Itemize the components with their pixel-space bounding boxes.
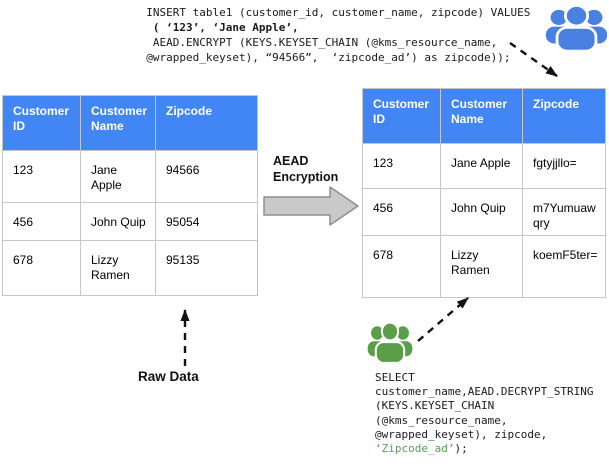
table-cell: Lizzy Ramen <box>440 235 523 298</box>
sql-line: @wrapped_keyset), “94566”, ‘zipcode_ad’)… <box>133 51 511 64</box>
header-cell-customer-id: Customer ID <box>2 95 81 151</box>
table-row: 123 Jane Apple fgtyjjllo= <box>362 143 606 189</box>
insert-sql-statement: INSERT table1 (customer_id, customer_nam… <box>133 5 530 65</box>
table-cell: 456 <box>362 188 441 236</box>
sql-line: ( ‘123’, ‘Jane Apple’, <box>133 21 299 34</box>
sql-line: SELECT <box>375 371 415 384</box>
table-cell: 95054 <box>155 202 258 241</box>
block-arrow-right-icon <box>263 186 359 226</box>
sql-tail: ); <box>454 442 468 456</box>
sql-line: (@kms_resource_name, <box>375 413 508 427</box>
table-header-row: Customer ID Customer Name Zipcode <box>362 88 606 144</box>
dashed-arrow-insert-to-encrypted-table <box>509 42 558 77</box>
table-row: 678 Lizzy Ramen koemF5ter= <box>362 235 606 298</box>
table-cell: Jane Apple <box>440 143 523 189</box>
raw-data-table: Customer ID Customer Name Zipcode 123 Ja… <box>2 95 258 296</box>
table-cell: 678 <box>2 240 81 296</box>
header-cell-zipcode: Zipcode <box>155 95 258 151</box>
header-cell-customer-name: Customer Name <box>440 88 523 144</box>
header-cell-customer-name: Customer Name <box>80 95 156 151</box>
table-cell-encrypted: m7Yumuawqry <box>522 188 606 236</box>
table-cell: Jane Apple <box>80 150 156 203</box>
sql-line: @wrapped_keyset), zipcode, <box>375 427 548 441</box>
sql-line-highlighted: ‘Zipcode_ad’); <box>375 442 594 456</box>
select-sql-statement: SELECT customer_name,AEAD.DECRYPT_STRING… <box>375 371 594 456</box>
table-cell: John Quip <box>80 202 156 241</box>
table-row: 456 John Quip 95054 <box>2 202 258 241</box>
sql-line: customer_name,AEAD.DECRYPT_STRING <box>375 385 594 399</box>
table-cell-encrypted: fgtyjjllo= <box>522 143 606 189</box>
zipcode-ad-token: ‘Zipcode_ad’ <box>375 442 455 456</box>
sql-line: INSERT table1 (customer_id, customer_nam… <box>133 6 531 19</box>
table-cell: 123 <box>362 143 441 189</box>
dashed-arrow-rawdata-to-table <box>180 309 190 366</box>
header-cell-zipcode: Zipcode <box>522 88 606 144</box>
table-header-row: Customer ID Customer Name Zipcode <box>2 95 258 151</box>
dashed-arrow-select-to-encrypted-table <box>417 297 469 342</box>
sql-line: AEAD.ENCRYPT (KEYS.KEYSET_CHAIN (@kms_re… <box>133 36 498 49</box>
header-cell-customer-id: Customer ID <box>362 88 441 144</box>
table-row: 678 Lizzy Ramen 95135 <box>2 240 258 296</box>
table-cell: 95135 <box>155 240 258 296</box>
table-cell: 94566 <box>155 150 258 203</box>
table-cell-encrypted: koemF5ter= <box>522 235 606 298</box>
users-group-icon-green <box>367 321 413 363</box>
table-cell: Lizzy Ramen <box>80 240 156 296</box>
raw-data-label: Raw Data <box>138 369 199 384</box>
table-row: 456 John Quip m7Yumuawqry <box>362 188 606 236</box>
sql-line: (KEYS.KEYSET_CHAIN <box>375 399 495 413</box>
encrypted-data-table: Customer ID Customer Name Zipcode 123 Ja… <box>362 88 606 298</box>
table-cell: 456 <box>2 202 81 241</box>
users-group-icon-blue <box>545 4 608 51</box>
table-row: 123 Jane Apple 94566 <box>2 150 258 203</box>
table-cell: 123 <box>2 150 81 203</box>
table-cell: 678 <box>362 235 441 298</box>
aead-encryption-label: AEAD Encryption <box>273 154 339 184</box>
table-cell: John Quip <box>440 188 523 236</box>
